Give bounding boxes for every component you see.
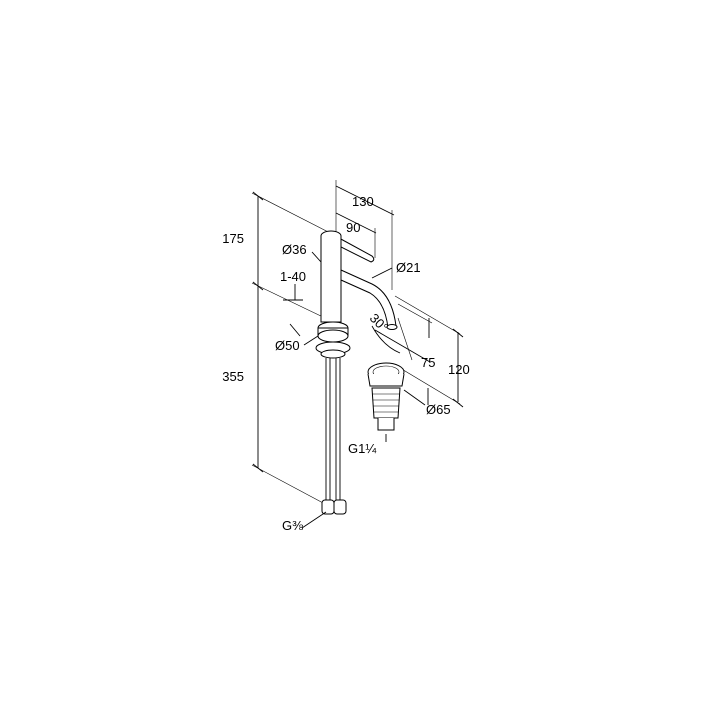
label-thread-supply: G⅜ — [282, 518, 303, 533]
label-120: 120 — [448, 362, 470, 377]
label-355: 355 — [222, 369, 244, 384]
label-range-1-40: 1-40 — [280, 269, 306, 284]
drain-assembly — [367, 362, 426, 442]
faucet-body — [315, 230, 398, 515]
label-diameter-65: Ø65 — [426, 402, 451, 417]
dimension-lines — [251, 180, 464, 505]
label-diameter-36: Ø36 — [282, 242, 307, 257]
leader-lines — [301, 251, 393, 529]
label-130: 130 — [352, 194, 374, 209]
label-diameter-21: Ø21 — [396, 260, 421, 275]
label-175: 175 — [222, 231, 244, 246]
label-90: 90 — [346, 220, 360, 235]
label-diameter-50: Ø50 — [275, 338, 300, 353]
label-75: 75 — [421, 355, 435, 370]
label-thread-drain: G1¼ — [348, 441, 376, 456]
